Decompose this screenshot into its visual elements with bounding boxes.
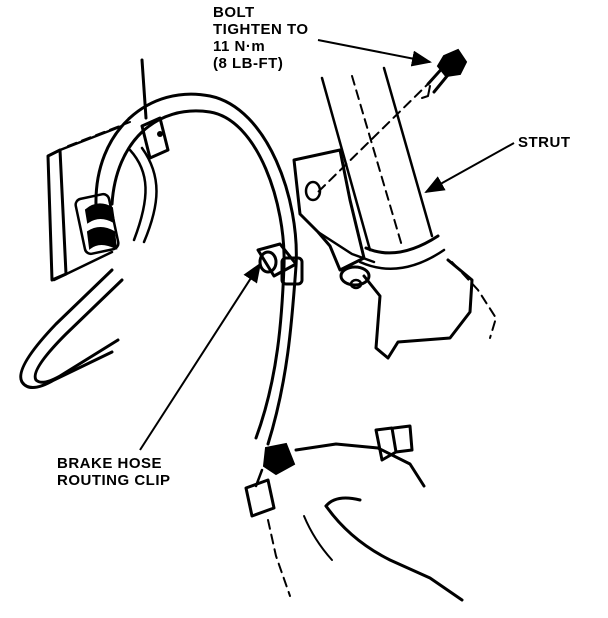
clip-leader <box>139 262 262 451</box>
strut-label: STRUT <box>518 134 571 151</box>
routing-clip-callout: BRAKE HOSE ROUTING CLIP <box>57 455 171 489</box>
brake-hose-routing-clip <box>256 242 304 286</box>
clip-callout-line-2: ROUTING CLIP <box>57 472 171 489</box>
brake-caliper <box>267 424 464 602</box>
strut-leader <box>424 142 515 193</box>
bolt-callout-line-2: TIGHTEN TO <box>213 21 309 38</box>
strut-callout: STRUT <box>518 134 571 151</box>
brake-hose <box>94 92 298 446</box>
strut-tube <box>320 66 446 270</box>
clip-callout-line-1: BRAKE HOSE <box>57 455 163 472</box>
steering-knuckle <box>292 79 498 360</box>
brake-line-bracket <box>19 58 170 389</box>
bolt-callout-line-3: 11 N·m <box>213 38 266 55</box>
bolt-callout-line-1: BOLT <box>213 4 255 21</box>
bolt-torque-callout: BOLT TIGHTEN TO 11 N·m (8 LB-FT) <box>213 4 309 72</box>
bolt-callout-line-4: (8 LB-FT) <box>213 55 284 72</box>
hose-end-fitting <box>244 442 296 518</box>
bolt-leader <box>317 39 432 67</box>
bolt-icon <box>421 48 468 99</box>
